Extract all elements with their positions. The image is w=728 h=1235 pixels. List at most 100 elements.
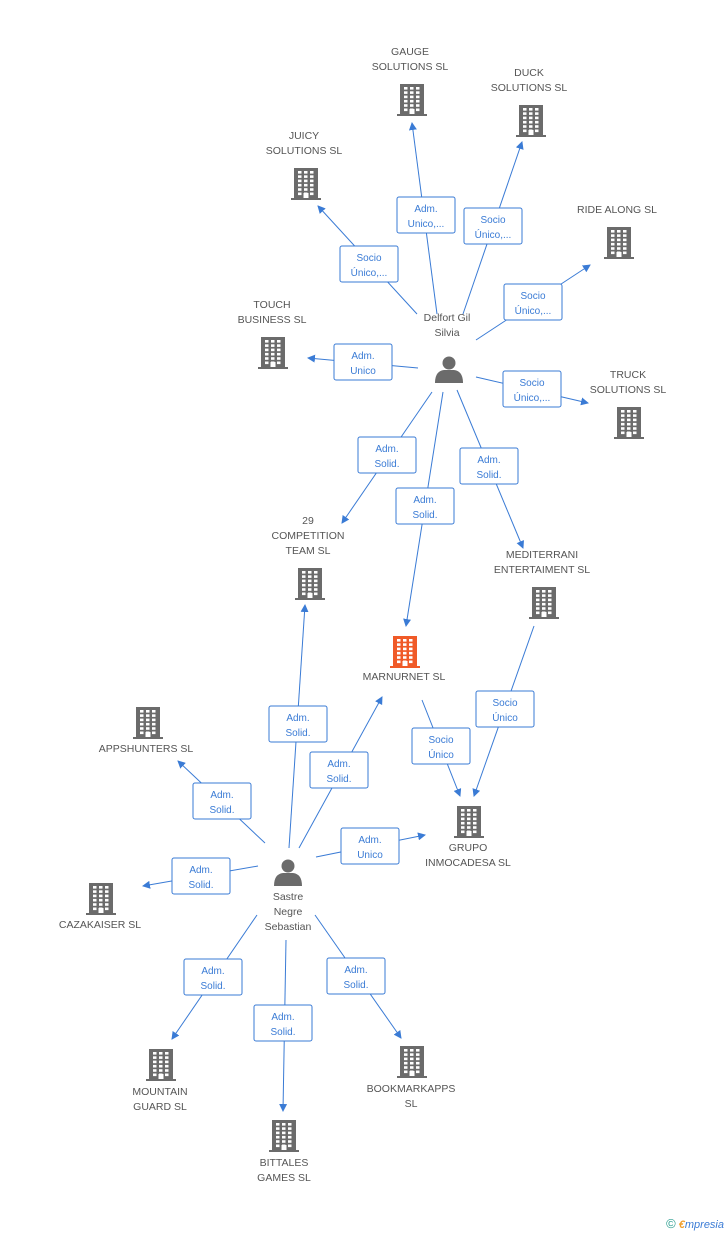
company-label: ENTERTAIMENT SL	[494, 564, 590, 576]
edge-label-text: Socio	[520, 291, 545, 302]
edge-label-text: Socio	[356, 253, 381, 264]
copyright-symbol: ©	[666, 1216, 676, 1231]
company-label: GAMES SL	[257, 1172, 311, 1184]
edge-label-text: Único	[492, 711, 518, 724]
building-icon	[529, 587, 559, 619]
edge-label-delfort-to-mediterrani[interactable]: Adm.Solid.	[459, 447, 519, 485]
building-icon	[614, 407, 644, 439]
edge-label-sastre-to-grupo[interactable]: Adm.Unico	[340, 827, 400, 865]
company-label: SOLUTIONS SL	[372, 61, 449, 73]
company-node-ridealong[interactable]: RIDE ALONG SL	[577, 204, 657, 259]
company-label: DUCK	[514, 67, 544, 79]
edge-label-sastre-to-mountain[interactable]: Adm. Solid.	[183, 958, 243, 996]
edge-label-text: Unico	[357, 850, 383, 861]
brand-name: mpresia	[684, 1219, 724, 1231]
edge-label-delfort-to-ridealong[interactable]: SocioÚnico,...	[503, 283, 563, 321]
company-label: MARNURNET SL	[363, 671, 446, 683]
company-label: INMOCADESA SL	[425, 857, 511, 869]
edge-label-text: Socio	[480, 215, 505, 226]
building-icon	[146, 1049, 176, 1081]
edge-label-text: Único	[428, 748, 454, 761]
building-icon	[516, 105, 546, 137]
edge-label-text: Adm.	[351, 351, 374, 362]
edge-label-text: Solid.	[270, 1027, 295, 1038]
edge-label-text: Solid.	[476, 470, 501, 481]
edge-label-delfort-to-duck[interactable]: SocioÚnico,...	[463, 207, 523, 245]
edge-label-sastre-to-marnurnet[interactable]: Adm.Solid.	[309, 751, 369, 789]
edge-label-delfort-to-touch[interactable]: Adm. Unico	[333, 343, 393, 381]
footer-brand: ©€mpresia	[666, 1216, 724, 1231]
company-node-duck[interactable]: DUCK SOLUTIONS SL	[491, 67, 568, 137]
edge-label-text: Adm.	[414, 204, 437, 215]
edge-label-text: Solid.	[343, 980, 368, 991]
company-label: GUARD SL	[133, 1101, 187, 1113]
building-icon	[133, 707, 163, 739]
edge-label-text: Solid.	[285, 728, 310, 739]
company-node-bookmarkapps[interactable]: BOOKMARKAPPS SL	[367, 1046, 456, 1110]
company-label: JUICY	[289, 130, 319, 142]
edge-label-text: Solid.	[188, 880, 213, 891]
company-label: RIDE ALONG SL	[577, 204, 657, 216]
edge-label-text: Socio	[519, 378, 544, 389]
edge-label-text: Solid.	[412, 510, 437, 521]
company-label: APPSHUNTERS SL	[99, 743, 194, 755]
company-label: MOUNTAIN	[132, 1086, 187, 1098]
company-label: TRUCK	[610, 369, 646, 381]
company-node-cazakaiser[interactable]: CAZAKAISER SL	[59, 883, 141, 931]
company-label: BOOKMARKAPPS	[367, 1083, 456, 1095]
edge-label-text: Socio	[492, 698, 517, 709]
company-label: MEDITERRANI	[506, 549, 578, 561]
edge-label-text: Único,...	[351, 266, 388, 279]
edge-label-delfort-to-juicy[interactable]: SocioÚnico,...	[339, 245, 399, 283]
edge-label-text: Solid.	[374, 459, 399, 470]
company-label: SL	[405, 1098, 418, 1110]
edge-label-sastre-to-competition[interactable]: Adm.Solid.	[268, 705, 328, 743]
edge-label-text: Unico,...	[408, 219, 445, 230]
person-label: Sebastian	[265, 921, 312, 933]
edge-label-sastre-to-bookmarkapps[interactable]: Adm.Solid.	[326, 957, 386, 995]
company-label: GAUGE	[391, 46, 429, 58]
edge-label-delfort-to-gauge[interactable]: Adm. Unico,...	[396, 196, 456, 234]
person-label: Silvia	[434, 327, 459, 339]
building-icon	[397, 84, 427, 116]
company-node-mediterrani[interactable]: MEDITERRANI ENTERTAIMENT SL	[494, 549, 590, 619]
building-icon	[86, 883, 116, 915]
company-label: SOLUTIONS SL	[491, 82, 568, 94]
person-icon	[274, 859, 302, 886]
edge-label-delfort-to-truck[interactable]: SocioÚnico,...	[502, 370, 562, 408]
building-icon	[258, 337, 288, 369]
person-icon	[435, 356, 463, 383]
edge-label-text: Único,...	[475, 228, 512, 241]
edge-label-text: Adm.	[210, 790, 233, 801]
edge-label-delfort-to-competition[interactable]: Adm.Solid.	[357, 436, 417, 474]
edge-label-sastre-to-bittales[interactable]: Adm. Solid.	[253, 1004, 313, 1042]
company-node-mountain[interactable]: MOUNTAIN GUARD SL	[132, 1049, 188, 1113]
company-node-marnurnet[interactable]: MARNURNET SL	[363, 636, 446, 683]
edge-label-sastre-to-cazakaiser[interactable]: Adm.Solid.	[171, 857, 231, 895]
company-node-appshunters[interactable]: APPSHUNTERS SL	[99, 707, 194, 755]
person-label: Negre	[274, 906, 303, 918]
building-icon	[397, 1046, 427, 1078]
edge-label-text: Adm.	[271, 1012, 294, 1023]
edge-label-sastre-to-appshunters[interactable]: Adm.Solid.	[192, 782, 252, 820]
company-node-gauge[interactable]: GAUGE SOLUTIONS SL	[372, 46, 449, 116]
edge-label-delfort-to-marnurnet[interactable]: Adm. Solid.	[395, 487, 455, 525]
building-icon	[604, 227, 634, 259]
edge-label-text: Solid.	[326, 774, 351, 785]
edge-label-text: Solid.	[200, 981, 225, 992]
edge-label-text: Unico	[350, 366, 376, 377]
edge-label-text: Adm.	[201, 966, 224, 977]
edge-label-text: Adm.	[413, 495, 436, 506]
brand-initial: €	[678, 1219, 685, 1231]
